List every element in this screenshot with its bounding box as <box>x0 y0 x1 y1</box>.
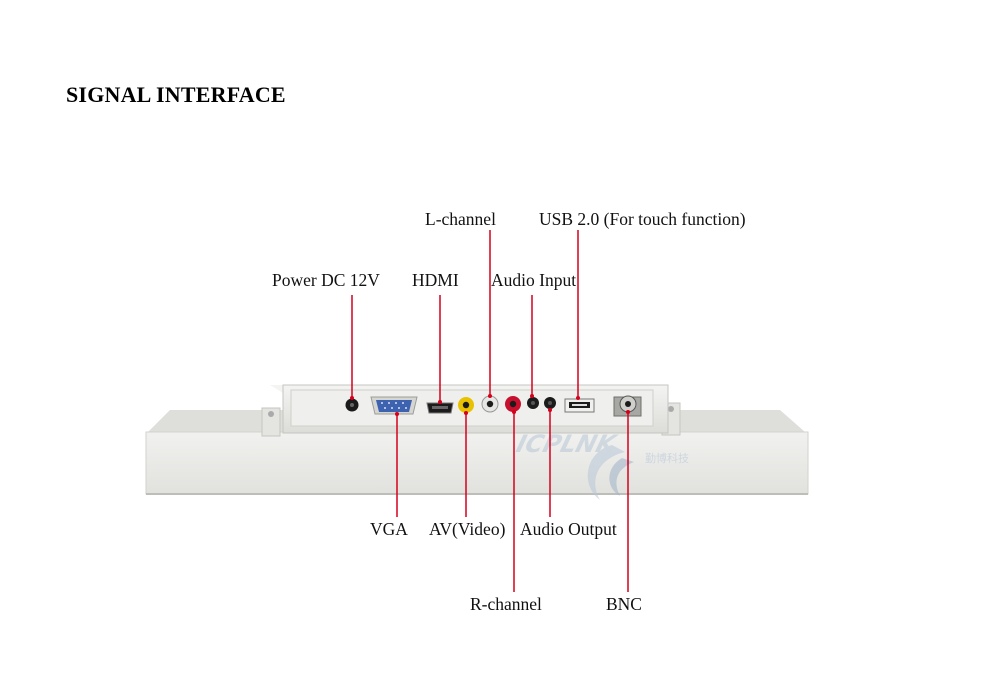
label-hdmi: HDMI <box>412 270 459 290</box>
port-usb <box>564 398 595 413</box>
label-l-channel: L-channel <box>425 209 496 229</box>
label-r-channel: R-channel <box>470 594 542 614</box>
watermark-brand-text: ICPLNK <box>513 429 621 457</box>
label-audio-output: Audio Output <box>520 519 617 539</box>
label-usb: USB 2.0 (For touch function) <box>539 209 746 229</box>
monitor-casing <box>145 384 809 495</box>
mounting-tab-left <box>261 407 281 437</box>
leader-lines <box>351 230 629 592</box>
port-power-dc <box>345 398 359 412</box>
label-audio-input: Audio Input <box>491 270 577 290</box>
port-r-channel <box>505 396 521 412</box>
port-audio-output <box>544 397 556 409</box>
label-power: Power DC 12V <box>272 270 380 290</box>
page-title: SIGNAL INTERFACE <box>66 82 286 107</box>
port-av-video <box>458 397 474 413</box>
casing-front-face <box>145 431 809 495</box>
port-audio-input <box>527 397 539 409</box>
label-vga: VGA <box>370 519 408 539</box>
port-hdmi <box>426 402 454 414</box>
brand-watermark: ICPLNK 勤博科技 <box>513 429 689 500</box>
leader-dots <box>350 394 630 416</box>
watermark-sub-text: 勤博科技 <box>645 451 689 465</box>
label-bnc: BNC <box>606 594 642 614</box>
port-l-channel <box>481 395 499 413</box>
port-vga <box>370 396 418 415</box>
label-av-video: AV(Video) <box>429 519 506 539</box>
